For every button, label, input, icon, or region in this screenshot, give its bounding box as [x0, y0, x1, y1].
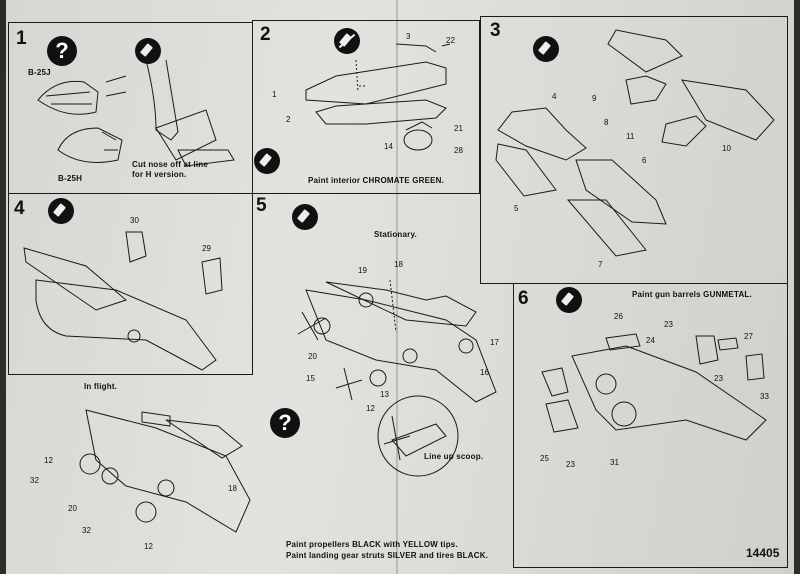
part-number: 17: [490, 338, 499, 347]
question-icon: ?: [270, 408, 300, 438]
part-number: 19: [358, 266, 367, 275]
sheet-code: 14405: [746, 546, 780, 560]
label-b25h: B-25H: [58, 174, 83, 183]
part-number: 31: [610, 458, 619, 467]
part-number: 20: [68, 504, 77, 513]
line-up-scoop-note: Line up scoop.: [424, 452, 484, 461]
cut-nose-note: Cut nose off at line for H version.: [132, 160, 208, 179]
part-number: 4: [552, 92, 557, 101]
part-number: 1: [272, 90, 277, 99]
cement-tube-icon: [135, 38, 161, 64]
step-number-6: 6: [518, 288, 529, 309]
paint-interior-note: Paint interior CHROMATE GREEN.: [308, 176, 445, 185]
part-number: 32: [82, 526, 91, 535]
step-number-1: 1: [16, 28, 27, 49]
part-number: 7: [598, 260, 603, 269]
part-number: 11: [626, 132, 635, 141]
part-number: 24: [646, 336, 655, 345]
part-number: 26: [614, 312, 623, 321]
step-2-panel: [252, 20, 480, 194]
part-number: 28: [454, 146, 463, 155]
part-number: 15: [306, 374, 315, 383]
part-number: 12: [366, 404, 375, 413]
cement-tube-icon: [533, 36, 559, 62]
fold-line: [396, 0, 398, 574]
part-number: 33: [760, 392, 769, 401]
in-flight-caption: In flight.: [84, 382, 118, 391]
part-number: 2: [286, 115, 291, 124]
part-number: 12: [44, 456, 53, 465]
part-number: 6: [642, 156, 647, 165]
part-number: 23: [714, 374, 723, 383]
part-number: 22: [446, 36, 455, 45]
step-number-3: 3: [490, 20, 501, 41]
part-number: 9: [592, 94, 597, 103]
part-number: 25: [540, 454, 549, 463]
part-number: 21: [454, 124, 463, 133]
step-6-panel: [513, 283, 788, 568]
assembly-drawings: [23, 29, 775, 533]
cement-tube-icon: [556, 287, 582, 313]
part-number: 18: [394, 260, 403, 269]
part-number: 23: [664, 320, 673, 329]
part-number: 30: [130, 216, 139, 225]
landing-gear-paint-note: Paint landing gear struts SILVER and tir…: [286, 551, 489, 560]
part-number: 18: [228, 484, 237, 493]
part-number: 23: [566, 460, 575, 469]
part-number: 5: [514, 204, 519, 213]
cement-tube-icon: [292, 204, 318, 230]
step-number-5: 5: [256, 195, 267, 216]
stationary-caption: Stationary.: [374, 230, 417, 239]
step-number-4: 4: [14, 198, 25, 219]
part-number: 3: [406, 32, 411, 41]
gunmetal-note: Paint gun barrels GUNMETAL.: [632, 290, 752, 299]
propeller-paint-note: Paint propellers BLACK with YELLOW tips.: [286, 540, 458, 549]
step-4-panel: [8, 193, 253, 375]
part-number: 29: [202, 244, 211, 253]
part-number: 12: [144, 542, 153, 551]
part-number: 16: [480, 368, 489, 377]
part-number: 10: [722, 144, 731, 153]
part-number: 14: [384, 142, 393, 151]
part-number: 13: [380, 390, 389, 399]
part-number: 32: [30, 476, 39, 485]
step-number-2: 2: [260, 24, 271, 45]
part-number: 27: [744, 332, 753, 341]
no-cement-icon: [334, 28, 360, 54]
part-number: 20: [308, 352, 317, 361]
label-b25j: B-25J: [28, 68, 51, 77]
cement-tube-icon: [48, 198, 74, 224]
instruction-sheet: 1 2 3 4 5 6 ? ?: [6, 0, 794, 574]
cement-tube-icon: [254, 148, 280, 174]
question-icon: ?: [47, 36, 77, 66]
part-number: 8: [604, 118, 609, 127]
